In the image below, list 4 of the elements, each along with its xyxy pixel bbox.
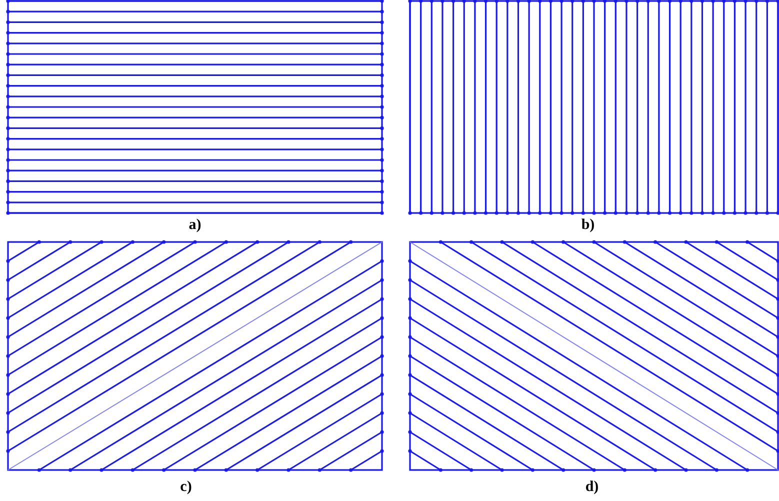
panel-label: b) (581, 217, 595, 233)
panel-label: c) (180, 479, 192, 495)
panel-label: d) (585, 479, 599, 495)
panel-label: a) (188, 217, 202, 233)
